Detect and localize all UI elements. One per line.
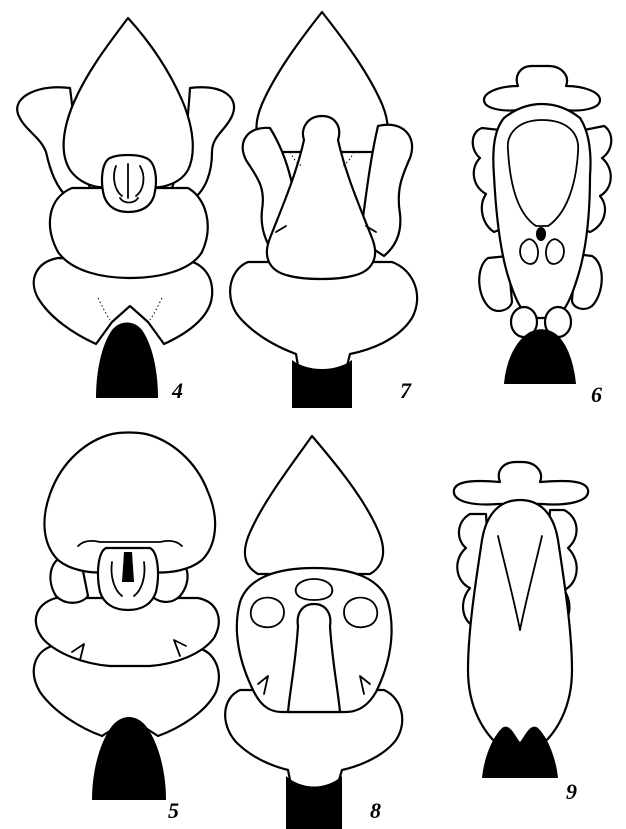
figure-5-label: 5 bbox=[168, 800, 179, 822]
figure-7-label: 7 bbox=[400, 380, 411, 402]
fig8-hood bbox=[245, 436, 383, 574]
figure-8-label: 8 bbox=[370, 800, 381, 822]
figure-7-drawing bbox=[230, 12, 417, 408]
figure-9-label: 9 bbox=[566, 781, 577, 803]
figure-4-label: 4 bbox=[172, 380, 183, 402]
fig4-stalk bbox=[96, 323, 158, 399]
figure-8-drawing bbox=[225, 436, 402, 829]
figure-6-drawing bbox=[473, 66, 612, 384]
fig4-anther bbox=[102, 155, 156, 212]
fig6-stalk bbox=[504, 329, 576, 384]
figure-4-drawing bbox=[17, 18, 234, 398]
figure-6-label: 6 bbox=[591, 384, 602, 406]
figure-9-drawing bbox=[454, 462, 588, 778]
figure-5-drawing bbox=[34, 433, 219, 801]
fig9-top-cap bbox=[454, 462, 588, 504]
